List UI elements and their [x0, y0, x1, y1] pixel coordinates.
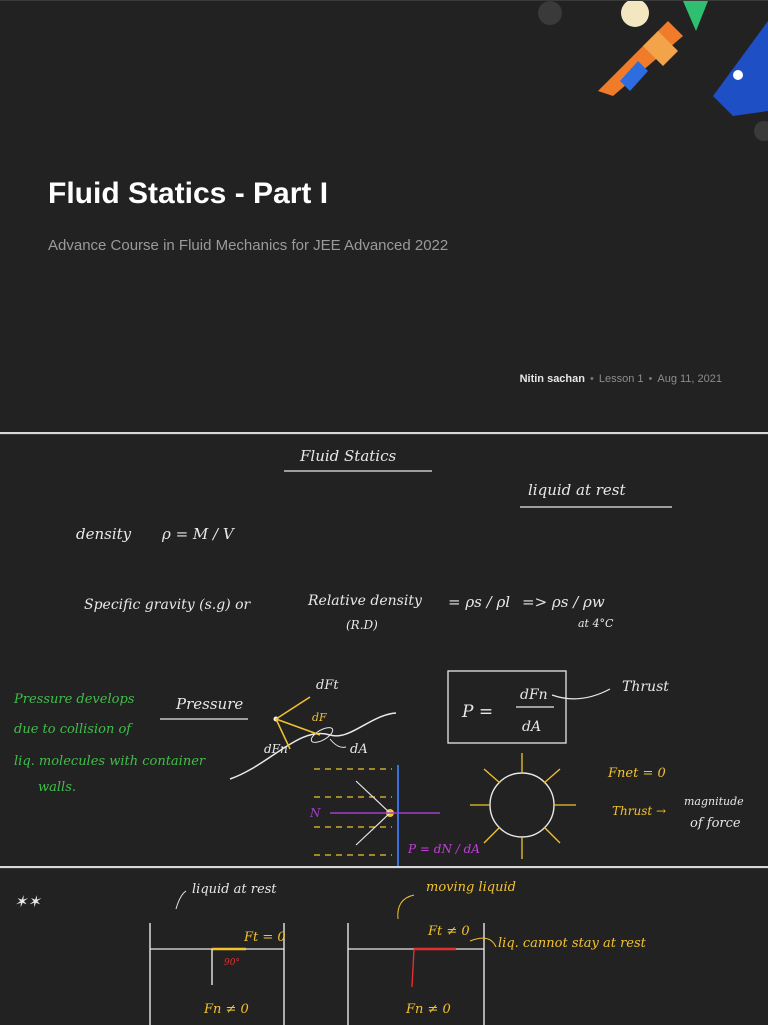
density-formula: ρ = M / V: [161, 525, 236, 543]
page-title: Fluid Statics - Part I: [48, 177, 329, 210]
cannot-rest-pointer: [469, 937, 497, 948]
rd-abbreviation: (R.D): [346, 618, 378, 632]
meta-separator: •: [589, 373, 594, 385]
density-ratio-water: => ρs / ρw: [522, 593, 605, 611]
thrust-arrow-label: Thrust →: [612, 804, 666, 818]
handwritten-notes: Fluid Statics liquid at rest density ρ =…: [13, 447, 744, 867]
density-label: density: [76, 525, 132, 543]
relative-density-label: Relative density: [307, 593, 423, 609]
green-note-line: liq. molecules with container: [14, 754, 206, 769]
ft-nonzero-label: Ft ≠ 0: [427, 924, 470, 939]
decorative-illustration: [538, 1, 768, 141]
author-name: Nitin sachan: [519, 373, 585, 385]
notes-heading: Fluid Statics: [299, 447, 397, 465]
moving-caption-pointer: [397, 894, 415, 920]
dft-arrow: [275, 696, 311, 720]
lesson-number: Lesson 1: [598, 373, 644, 385]
dfn-arrow: [275, 718, 291, 750]
p-dn-da: P = dN / dA: [407, 842, 480, 856]
n-label: N: [309, 806, 321, 820]
df-arrow: [275, 718, 321, 736]
pen-nib-icon: [713, 21, 768, 116]
bubble-icon: [621, 1, 649, 27]
cannot-rest-note: liq. cannot stay at rest: [498, 936, 647, 951]
moving-liquid-caption: moving liquid: [426, 880, 516, 895]
bottom-slide: ✶✶ liquid at rest Ft = 0 90° Fn ≠ 0 movi…: [0, 868, 768, 1025]
right-angle-label: 90°: [224, 958, 240, 968]
da-pointer: [329, 738, 347, 748]
handwritten-notes-bottom: ✶✶ liquid at rest Ft = 0 90° Fn ≠ 0 movi…: [14, 880, 647, 1025]
magnitude-note: of force: [690, 816, 741, 831]
liquid-at-rest-note: liquid at rest: [528, 481, 627, 499]
box-numerator: dFn: [520, 687, 548, 703]
dft-label: dFt: [316, 678, 339, 693]
meta-separator: •: [648, 373, 653, 385]
fn-left-label: Fn ≠ 0: [203, 1002, 249, 1017]
bubble-icon: [538, 1, 562, 25]
df-label: dF: [312, 711, 327, 724]
green-note-line: walls.: [38, 780, 76, 795]
slide-divider: [0, 866, 768, 868]
box-p-equals: P =: [461, 702, 493, 722]
fn-right-label: Fn ≠ 0: [405, 1002, 451, 1017]
leaf-icon: [683, 1, 708, 31]
lesson-date: Aug 11, 2021: [657, 373, 722, 385]
title-slide: Fluid Statics - Part I Advance Course in…: [0, 0, 768, 433]
reflected-path: [355, 812, 391, 846]
green-note-line: due to collision of: [14, 722, 133, 737]
pen-nib-hole-icon: [733, 70, 743, 80]
magnitude-note: magnitude: [684, 795, 744, 808]
slide-divider: [0, 432, 768, 434]
ribbon-icon: [620, 61, 648, 91]
liquid-layers: [314, 768, 392, 856]
box-denominator: dA: [522, 719, 541, 735]
course-subtitle: Advance Course in Fluid Mechanics for JE…: [48, 237, 449, 254]
specific-gravity-label: Specific gravity (s.g) or: [84, 597, 252, 613]
da-label: dA: [350, 742, 368, 757]
green-note-line: Pressure develops: [13, 692, 135, 707]
fnet-label: Fnet = 0: [607, 766, 666, 781]
pressure-formula-box: [447, 670, 567, 744]
density-ratio: = ρs / ρl: [448, 593, 510, 611]
thrust-label: Thrust: [622, 679, 669, 695]
lesson-meta: Nitin sachan • Lesson 1 • Aug 11, 2021: [520, 373, 722, 385]
surface-curve: [229, 712, 397, 780]
pressure-label: Pressure: [175, 695, 243, 713]
pencil-band-icon: [643, 31, 678, 66]
incoming-path: [355, 780, 391, 814]
notes-slide: Fluid Statics liquid at rest density ρ =…: [0, 434, 768, 867]
area-element: [310, 727, 334, 743]
thrust-pointer: [551, 688, 611, 700]
dfn-label: dFn: [264, 742, 288, 756]
importance-stars: ✶✶: [14, 892, 42, 911]
at-4c-note: at 4°C: [578, 617, 614, 630]
bubble-icon: [754, 121, 768, 141]
caption-pointer: [175, 890, 187, 910]
ft-zero-label: Ft = 0: [243, 930, 286, 945]
liquid-at-rest-caption: liquid at rest: [192, 882, 277, 897]
fn-right-arrow: [411, 948, 415, 988]
pressure-arrows: [470, 753, 576, 859]
